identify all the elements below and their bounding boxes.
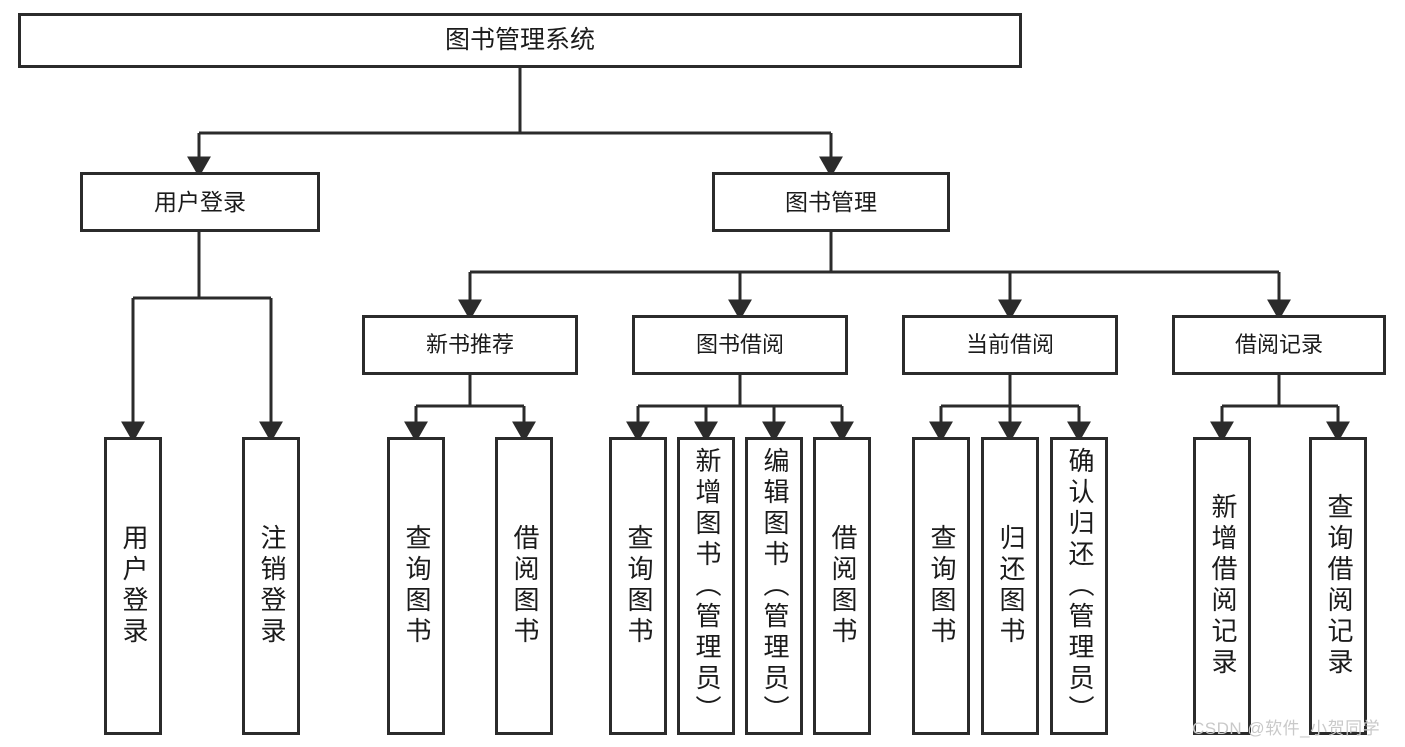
- leaf-label: 新增图书（管理员）: [691, 446, 722, 726]
- leaf-logout[interactable]: 注销登录: [242, 437, 300, 735]
- leaf-query-book-current[interactable]: 查询图书: [912, 437, 970, 735]
- node-label: 借阅记录: [1234, 332, 1323, 358]
- leaf-label: 查询借阅记录: [1323, 493, 1354, 679]
- leaf-label: 查询图书: [401, 524, 432, 648]
- leaf-label: 确认归还（管理员）: [1064, 446, 1095, 726]
- leaf-label: 注销登录: [256, 524, 287, 648]
- leaf-return-book[interactable]: 归还图书: [981, 437, 1039, 735]
- leaf-label: 借阅图书: [509, 524, 540, 648]
- leaf-label: 查询图书: [926, 524, 957, 648]
- node-new-book-recommend[interactable]: 新书推荐: [362, 315, 578, 375]
- leaf-label: 用户登录: [118, 524, 149, 648]
- node-user-login[interactable]: 用户登录: [80, 172, 320, 232]
- leaf-label: 归还图书: [995, 524, 1026, 648]
- leaf-label: 借阅图书: [827, 524, 858, 648]
- leaf-query-borrow-record[interactable]: 查询借阅记录: [1309, 437, 1367, 735]
- leaf-label: 编辑图书（管理员）: [759, 446, 790, 726]
- watermark: CSDN @软件_小贺同学: [1192, 719, 1381, 738]
- node-borrow-records[interactable]: 借阅记录: [1172, 315, 1386, 375]
- leaf-add-borrow-record[interactable]: 新增借阅记录: [1193, 437, 1251, 735]
- node-label: 新书推荐: [425, 332, 514, 358]
- node-label: 图书借阅: [695, 332, 784, 358]
- leaf-label: 查询图书: [623, 524, 654, 648]
- node-label: 当前借阅: [965, 332, 1054, 358]
- node-label: 用户登录: [154, 188, 246, 215]
- node-label: 图书管理系统: [444, 26, 595, 55]
- node-root-system[interactable]: 图书管理系统: [18, 13, 1022, 68]
- leaf-borrow-book-recommend[interactable]: 借阅图书: [495, 437, 553, 735]
- leaf-borrow-book[interactable]: 借阅图书: [813, 437, 871, 735]
- leaf-label: 新增借阅记录: [1207, 493, 1238, 679]
- leaf-edit-book-admin[interactable]: 编辑图书（管理员）: [745, 437, 803, 735]
- node-current-borrow[interactable]: 当前借阅: [902, 315, 1118, 375]
- node-book-management[interactable]: 图书管理: [712, 172, 950, 232]
- node-label: 图书管理: [785, 188, 877, 215]
- node-book-borrow[interactable]: 图书借阅: [632, 315, 848, 375]
- leaf-query-book-recommend[interactable]: 查询图书: [387, 437, 445, 735]
- leaf-user-login[interactable]: 用户登录: [104, 437, 162, 735]
- leaf-add-book-admin[interactable]: 新增图书（管理员）: [677, 437, 735, 735]
- leaf-query-book-borrow[interactable]: 查询图书: [609, 437, 667, 735]
- leaf-confirm-return-admin[interactable]: 确认归还（管理员）: [1050, 437, 1108, 735]
